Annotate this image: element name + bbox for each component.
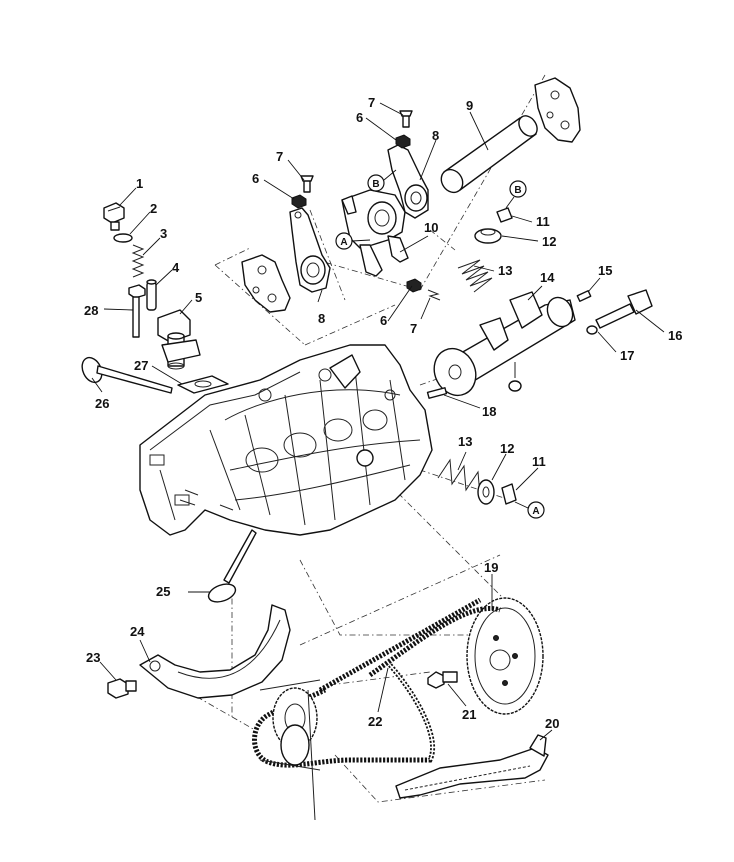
- callout-7-left: 7: [276, 149, 283, 164]
- part-27-gasket: [177, 375, 229, 394]
- callout-12-top: 12: [542, 234, 556, 249]
- reference-marker-b-rocker: B: [367, 169, 397, 192]
- rocker-support-bracket-left: [241, 254, 291, 313]
- part-13-valve-spring-top: [457, 259, 493, 293]
- part-5-chain-tensioner: [157, 309, 201, 370]
- callout-20: 20: [545, 716, 559, 731]
- rocker-support-bracket-right: [534, 77, 581, 143]
- part-7-adjuster-screw-right: [399, 110, 413, 128]
- callout-7-lower: 7: [410, 321, 417, 336]
- callout-1: 1: [136, 176, 143, 191]
- part-11-valve-collet-bottom: [501, 483, 517, 505]
- reference-marker-a-top: A: [335, 232, 371, 250]
- svg-text:B: B: [514, 185, 521, 196]
- svg-text:A: A: [532, 506, 539, 517]
- callout-8-right: 8: [432, 128, 439, 143]
- callout-11-bottom: 11: [532, 454, 546, 469]
- crank-sprocket: [259, 679, 321, 821]
- part-1-bolt: [103, 202, 125, 231]
- callout-9: 9: [466, 98, 473, 113]
- part-2-washer: [113, 233, 133, 243]
- part-13-valve-spring-bottom: [437, 458, 481, 497]
- callout-16: 16: [668, 328, 682, 343]
- reference-marker-b-right: B: [505, 180, 527, 209]
- part-12-spring-retainer-bottom: [477, 479, 495, 505]
- callout-13-bottom: 13: [458, 434, 472, 449]
- part-19-cam-sprocket: [466, 597, 544, 715]
- callout-27: 27: [134, 358, 148, 373]
- callout-25: 25: [156, 584, 170, 599]
- callout-26: 26: [95, 396, 109, 411]
- part-15-dowel-pin: [576, 290, 592, 302]
- part-20-tensioner-blade: [395, 734, 549, 799]
- part-17-o-ring: [586, 325, 598, 335]
- callout-13-top: 13: [498, 263, 512, 278]
- callout-3: 3: [160, 226, 167, 241]
- callout-numbers: 1 2 3 4 5 28 27 26 7 6 8 7 6 8 9 10 11 1…: [84, 95, 682, 731]
- part-25-valve: [207, 529, 257, 603]
- part-16-decompression-shaft: [595, 289, 653, 329]
- reference-marker-a-bottom: A: [514, 501, 545, 519]
- part-4-pin: [146, 279, 157, 311]
- svg-text:A: A: [340, 237, 347, 248]
- callout-7-top: 7: [368, 95, 375, 110]
- callout-15: 15: [598, 263, 612, 278]
- callout-21: 21: [462, 707, 476, 722]
- callout-4: 4: [172, 260, 180, 275]
- callout-23: 23: [86, 650, 100, 665]
- callout-17: 17: [620, 348, 634, 363]
- callout-24: 24: [130, 624, 145, 639]
- part-12-spring-retainer-top: [474, 228, 502, 244]
- callout-6-top: 6: [356, 110, 363, 125]
- part-26-valve: [81, 356, 173, 394]
- callout-5: 5: [195, 290, 202, 305]
- callout-28: 28: [84, 303, 98, 318]
- part-18-pin: [426, 387, 448, 399]
- callout-19: 19: [484, 560, 498, 575]
- part-14-camshaft: [433, 291, 576, 397]
- part-24-chain-guide: [139, 604, 291, 699]
- part-8-rocker-arm-left: [289, 207, 331, 293]
- part-11-valve-collet-top: [496, 207, 513, 223]
- part-10-rocker-arm-center: [341, 189, 409, 277]
- part-23-guide-bolt: [107, 678, 137, 699]
- callout-8-left: 8: [318, 311, 325, 326]
- leader-lines: [91, 102, 665, 741]
- part-21-sprocket-bolt: [427, 671, 458, 689]
- callout-6-left: 6: [252, 171, 259, 186]
- part-9-rocker-shaft: [440, 115, 538, 194]
- part-8-rocker-arm-right: [387, 144, 429, 219]
- svg-text:B: B: [372, 179, 379, 190]
- part-28-bolt: [128, 284, 146, 338]
- callout-10: 10: [424, 220, 438, 235]
- callout-22: 22: [368, 714, 382, 729]
- part-6-locknut-left: [291, 194, 307, 209]
- part-7-adjuster-screw-left: [300, 175, 314, 193]
- callout-18: 18: [482, 404, 496, 419]
- callout-14: 14: [540, 270, 555, 285]
- callout-2: 2: [150, 201, 157, 216]
- part-3-spring: [131, 244, 145, 278]
- callout-12-bottom: 12: [500, 441, 514, 456]
- callout-6-lower: 6: [380, 313, 387, 328]
- cylinder-head: [139, 344, 433, 536]
- part-6-locknut-right: [395, 134, 411, 149]
- callout-11-top: 11: [536, 214, 550, 229]
- part-7-adjuster-screw-lower: [427, 289, 441, 301]
